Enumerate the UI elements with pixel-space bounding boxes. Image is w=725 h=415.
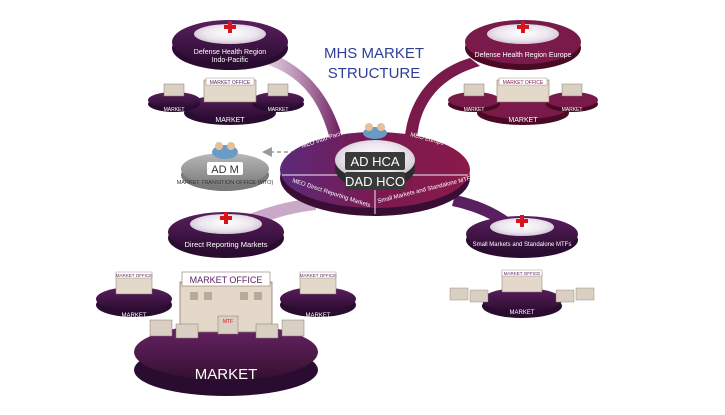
medical-cross-icon-v — [520, 215, 524, 227]
region-direct-reporting: Direct Reporting Markets MARKET MARKET M… — [96, 212, 356, 396]
market-office-label: MARKET OFFICE — [503, 80, 544, 86]
market-label-right: MARKET — [562, 107, 583, 113]
hub-label-line1: AD HCA — [350, 154, 399, 169]
market-disc-left — [148, 92, 200, 108]
adm-label-bg — [207, 162, 243, 175]
adm-node: AD M MARKET TRANSITION OFFICE (MTO) — [177, 142, 274, 191]
medical-cross-icon-v — [521, 21, 525, 33]
market-office-sign — [501, 269, 543, 277]
market-office-building — [179, 281, 273, 333]
hub-label-bg-2 — [345, 172, 405, 190]
region-small-markets: Small Markets and Standalone MTFs MARKET… — [449, 215, 595, 318]
adm-person-icon — [227, 142, 235, 150]
title-line2: STRUCTURE — [328, 65, 421, 82]
region-title-line1: Direct Reporting Markets — [185, 240, 268, 249]
market-disc — [482, 288, 562, 312]
building-icon — [267, 83, 289, 97]
window-icon — [254, 292, 262, 300]
building-icon — [281, 319, 305, 337]
side-market-office-sign — [299, 271, 337, 279]
market-label-left: MARKET — [464, 107, 485, 113]
hub-label-bg-1 — [345, 152, 405, 170]
arm-europe — [405, 58, 480, 138]
hub-label-line2: DAD HCO — [345, 174, 405, 189]
region-title-line1: Defense Health Region Europe — [475, 52, 572, 59]
market-label-left: MARKET — [164, 107, 185, 113]
market-disc-right — [252, 92, 304, 108]
market-disc-right — [280, 287, 356, 311]
mtf-building — [217, 315, 239, 335]
region-title-line1: Small Markets and Standalone MTFs — [473, 242, 572, 248]
market-label-right: MARKET — [268, 107, 289, 113]
market-label: MARKET — [508, 117, 538, 124]
building-icon — [175, 323, 199, 339]
side-market-office-label: MARKET OFFICE — [116, 273, 152, 278]
window-icon — [190, 292, 198, 300]
market-label-left: MARKET — [121, 313, 146, 319]
region-disc-top — [487, 24, 559, 44]
adm-label: AD M — [211, 164, 239, 176]
market-office-label: MARKET OFFICE — [504, 271, 540, 276]
title-line1: MHS MARKET — [324, 45, 424, 62]
region-disc-top — [194, 24, 266, 44]
big-market-label: MARKET — [195, 366, 258, 383]
region-title-line2: Indo-Pacific — [212, 57, 249, 64]
adm-person-icon — [215, 142, 223, 150]
building-icon — [561, 83, 583, 97]
central-hub: AD HCA DAD HCO MEO Indo-Pacific MEO Euro… — [280, 123, 472, 216]
market-office-sign — [181, 271, 271, 287]
building-icon — [469, 289, 489, 303]
window-icon — [240, 292, 248, 300]
market-label: MARKET — [509, 310, 534, 316]
mtf-label: MTF — [223, 319, 233, 325]
market-office-label: MARKET OFFICE — [210, 80, 251, 86]
building-icon — [149, 319, 173, 337]
adm-caption: MARKET TRANSITION OFFICE (MTO) — [177, 180, 274, 186]
market-disc-right — [546, 92, 598, 108]
market-office-sign — [498, 77, 548, 86]
region-title-line1: Defense Health Region — [194, 49, 266, 56]
region-europe: Defense Health Region Europe MARKET MARK… — [448, 20, 598, 125]
building-icon — [449, 287, 469, 301]
building-icon — [255, 323, 279, 339]
hub-person-icon — [365, 123, 373, 131]
medical-cross-icon-v — [228, 21, 232, 33]
building-icon — [163, 83, 185, 97]
hub-person-icon — [377, 123, 385, 131]
side-market-office-label: MARKET OFFICE — [300, 273, 336, 278]
region-indo-pacific: Defense Health Region Indo-Pacific MARKE… — [148, 20, 304, 125]
side-market-office-sign — [115, 271, 153, 279]
market-disc-left — [448, 92, 500, 108]
medical-cross-icon-v — [224, 212, 228, 224]
dashed-link-arrow — [262, 147, 272, 157]
market-office-label: MARKET OFFICE — [190, 275, 263, 285]
building-icon — [463, 83, 485, 97]
building-icon — [555, 289, 575, 303]
market-disc-left — [96, 287, 172, 311]
market-label: MARKET — [215, 117, 245, 124]
window-icon — [204, 292, 212, 300]
market-label-right: MARKET — [305, 313, 330, 319]
building-icon — [575, 287, 595, 301]
market-office-sign — [205, 77, 255, 86]
